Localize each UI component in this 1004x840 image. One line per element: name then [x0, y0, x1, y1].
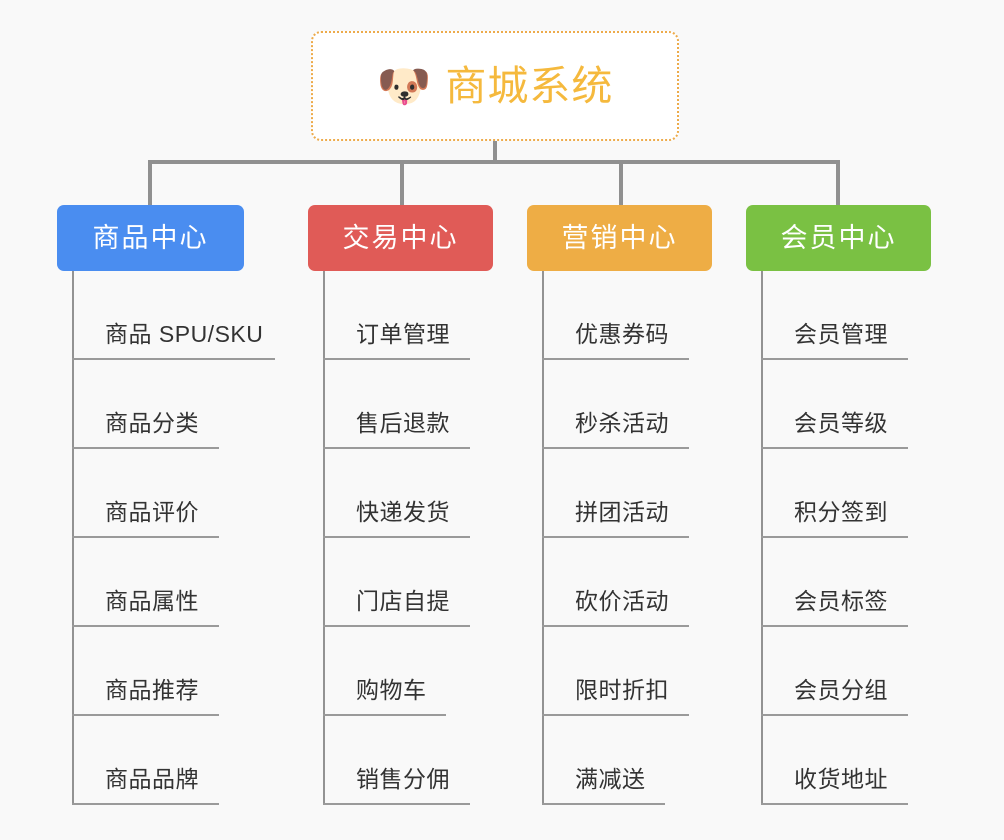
connector-horizontal-bus — [148, 160, 840, 164]
leaf-item[interactable]: 商品属性 — [72, 538, 219, 627]
leaf-item-label: 门店自提 — [356, 588, 450, 614]
category-label: 商品中心 — [92, 222, 209, 253]
column-spine-member-center — [761, 271, 763, 805]
leaf-item-label: 商品 SPU/SKU — [105, 321, 264, 347]
leaf-item-label: 商品推荐 — [105, 677, 199, 703]
column-spine-product-center — [72, 271, 74, 805]
leaf-item[interactable]: 销售分佣 — [323, 716, 470, 805]
leaf-item-label: 商品评价 — [105, 499, 199, 525]
leaf-item[interactable]: 商品 SPU/SKU — [72, 271, 275, 360]
leaf-item[interactable]: 会员等级 — [761, 360, 908, 449]
leaf-item-label: 售后退款 — [356, 410, 450, 436]
leaf-item[interactable]: 售后退款 — [323, 360, 470, 449]
leaf-item[interactable]: 限时折扣 — [542, 627, 689, 716]
leaf-item[interactable]: 商品推荐 — [72, 627, 219, 716]
leaf-item[interactable]: 优惠券码 — [542, 271, 689, 360]
leaf-item[interactable]: 积分签到 — [761, 449, 908, 538]
leaf-item[interactable]: 秒杀活动 — [542, 360, 689, 449]
column-spine-marketing-center — [542, 271, 544, 805]
leaf-item-label: 商品分类 — [105, 410, 199, 436]
leaf-item-label: 订单管理 — [356, 321, 450, 347]
category-label: 营销中心 — [561, 222, 678, 253]
leaf-item[interactable]: 购物车 — [323, 627, 446, 716]
root-node-title: 商城系统 — [445, 62, 614, 109]
connector-drop-trade-center — [400, 160, 404, 205]
category-label: 交易中心 — [342, 222, 459, 253]
leaf-item[interactable]: 砍价活动 — [542, 538, 689, 627]
leaf-item[interactable]: 会员分组 — [761, 627, 908, 716]
leaf-item[interactable]: 会员管理 — [761, 271, 908, 360]
category-box-trade-center[interactable]: 交易中心 — [308, 205, 493, 271]
leaf-item-label: 砍价活动 — [575, 588, 669, 614]
leaf-item-label: 会员管理 — [794, 321, 888, 347]
leaf-item-label: 商品品牌 — [105, 766, 199, 792]
leaf-item[interactable]: 拼团活动 — [542, 449, 689, 538]
column-spine-trade-center — [323, 271, 325, 805]
connector-drop-member-center — [836, 160, 840, 205]
leaf-item-label: 销售分佣 — [356, 766, 450, 792]
connector-drop-marketing-center — [619, 160, 623, 205]
category-label: 会员中心 — [780, 222, 897, 253]
leaf-item[interactable]: 快递发货 — [323, 449, 470, 538]
leaf-item[interactable]: 满减送 — [542, 716, 665, 805]
root-node-mall-system[interactable]: 🐶 商城系统 — [311, 31, 679, 141]
leaf-item-label: 限时折扣 — [575, 677, 669, 703]
leaf-item-label: 拼团活动 — [575, 499, 669, 525]
category-box-product-center[interactable]: 商品中心 — [57, 205, 244, 271]
leaf-item[interactable]: 门店自提 — [323, 538, 470, 627]
leaf-item-label: 商品属性 — [105, 588, 199, 614]
leaf-item-label: 会员标签 — [794, 588, 888, 614]
leaf-item-label: 满减送 — [575, 766, 646, 792]
leaf-item-label: 会员分组 — [794, 677, 888, 703]
leaf-item[interactable]: 收货地址 — [761, 716, 908, 805]
leaf-item[interactable]: 会员标签 — [761, 538, 908, 627]
leaf-item[interactable]: 订单管理 — [323, 271, 470, 360]
leaf-item-label: 购物车 — [356, 677, 427, 703]
leaf-item[interactable]: 商品评价 — [72, 449, 219, 538]
connector-drop-product-center — [148, 160, 152, 205]
category-box-member-center[interactable]: 会员中心 — [746, 205, 931, 271]
leaf-item-label: 收货地址 — [794, 766, 888, 792]
leaf-item-label: 会员等级 — [794, 410, 888, 436]
leaf-item-label: 快递发货 — [356, 499, 450, 525]
leaf-item[interactable]: 商品分类 — [72, 360, 219, 449]
leaf-item-label: 积分签到 — [794, 499, 888, 525]
category-box-marketing-center[interactable]: 营销中心 — [527, 205, 712, 271]
dog-face-icon: 🐶 — [376, 62, 432, 111]
leaf-item[interactable]: 商品品牌 — [72, 716, 219, 805]
leaf-item-label: 优惠券码 — [575, 321, 669, 347]
leaf-item-label: 秒杀活动 — [575, 410, 669, 436]
connector-root-stem — [493, 141, 497, 163]
